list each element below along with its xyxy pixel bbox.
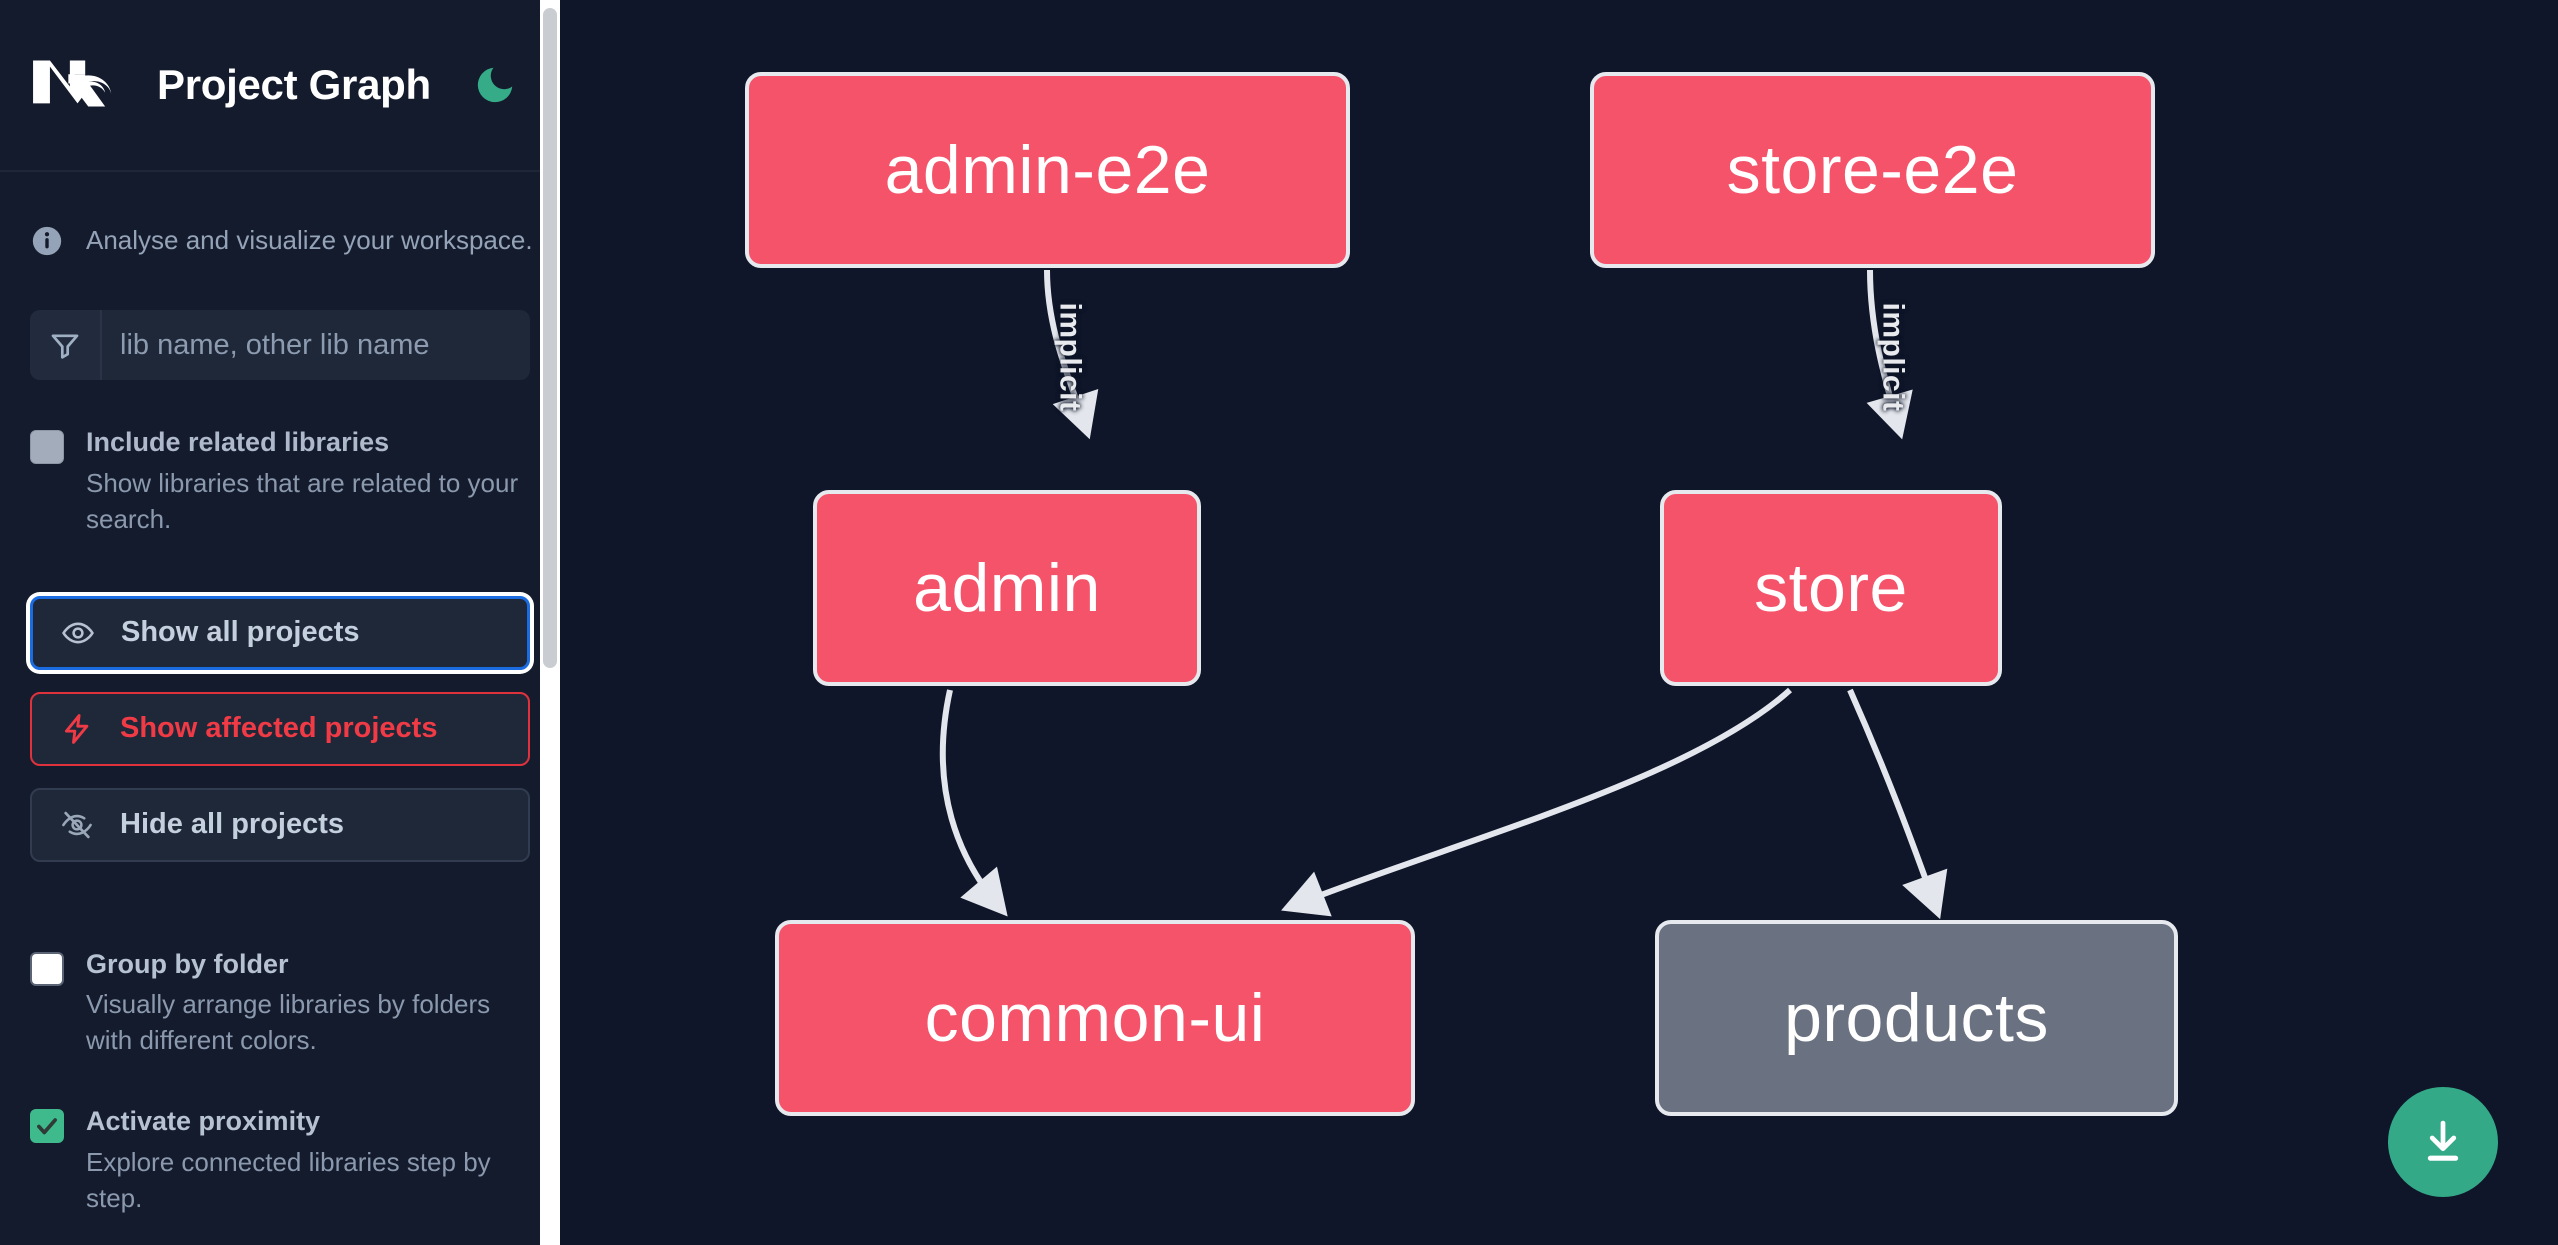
check-icon xyxy=(37,1118,57,1135)
graph-node-store[interactable]: store xyxy=(1660,490,2002,686)
filter-funnel-icon xyxy=(30,310,102,380)
option-description: Show libraries that are related to your … xyxy=(86,467,519,534)
spacer xyxy=(0,862,560,902)
search-input[interactable] xyxy=(102,310,530,380)
graph-node-admin[interactable]: admin xyxy=(813,490,1201,686)
page-title: Project Graph xyxy=(157,61,431,108)
show-affected-projects-button[interactable]: Show affected projects xyxy=(30,691,530,766)
hide-all-projects-button[interactable]: Hide all projects xyxy=(30,787,530,862)
info-banner: Analyse and visualize your workspace. xyxy=(0,172,560,258)
graph-node-products[interactable]: products xyxy=(1655,920,2178,1116)
show-affected-projects-label: Show affected projects xyxy=(120,712,438,744)
projects-button-group: Show all projects Show affected projects xyxy=(30,595,530,862)
option-title: Group by folder xyxy=(86,948,289,979)
sidebar-scrollbar-thumb[interactable] xyxy=(543,8,557,668)
option-description: Explore connected libraries step by step… xyxy=(86,1146,491,1213)
graph-node-common-ui[interactable]: common-ui xyxy=(775,920,1415,1116)
node-label: products xyxy=(1784,980,2049,1056)
sidebar-scrollbar[interactable] xyxy=(540,0,560,1245)
group-by-folder-checkbox[interactable] xyxy=(30,951,64,986)
download-button[interactable] xyxy=(2388,1087,2498,1197)
search-bar[interactable] xyxy=(30,310,530,380)
show-all-projects-label: Show all projects xyxy=(121,616,360,648)
node-label: common-ui xyxy=(924,980,1266,1056)
option-group-by-folder[interactable]: Group by folder Visually arrange librari… xyxy=(0,948,560,1060)
graph-node-store-e2e[interactable]: store-e2e xyxy=(1590,72,2155,268)
node-label: store-e2e xyxy=(1726,132,2019,208)
show-all-projects-button[interactable]: Show all projects xyxy=(30,595,530,670)
option-description: Visually arrange libraries by folders wi… xyxy=(86,989,491,1056)
node-label: admin-e2e xyxy=(884,132,1211,208)
download-icon xyxy=(2416,1115,2470,1169)
option-title: Activate proximity xyxy=(86,1106,321,1136)
eye-off-icon xyxy=(60,808,94,842)
lightning-bolt-icon xyxy=(60,712,94,746)
info-circle-icon xyxy=(30,224,64,258)
graph-node-admin-e2e[interactable]: admin-e2e xyxy=(745,72,1350,268)
option-activate-proximity[interactable]: Activate proximity Explore connected lib… xyxy=(0,1105,560,1217)
edge-label-implicit: implicit xyxy=(1053,302,1087,412)
node-label: store xyxy=(1754,550,1908,626)
hide-all-projects-label: Hide all projects xyxy=(120,808,345,840)
option-title: Include related libraries xyxy=(86,427,390,457)
edge-label-implicit: implicit xyxy=(1876,302,1910,412)
option-include-related-libraries[interactable]: Include related libraries Show libraries… xyxy=(0,426,560,538)
activate-proximity-checkbox[interactable] xyxy=(30,1109,64,1143)
graph-canvas[interactable]: implicit implicit admin-e2e store-e2e ad… xyxy=(560,0,2558,1245)
eye-icon xyxy=(61,616,95,650)
sidebar-header: Project Graph xyxy=(0,0,560,172)
graph-edges xyxy=(939,269,1948,920)
include-related-libraries-checkbox[interactable] xyxy=(30,430,64,464)
nx-logo-icon xyxy=(30,54,122,116)
moon-icon[interactable] xyxy=(469,59,521,111)
node-label: admin xyxy=(913,550,1101,626)
info-banner-text: Analyse and visualize your workspace. xyxy=(86,225,533,256)
sidebar: Project Graph Analyse and visualize yo xyxy=(0,0,560,1245)
